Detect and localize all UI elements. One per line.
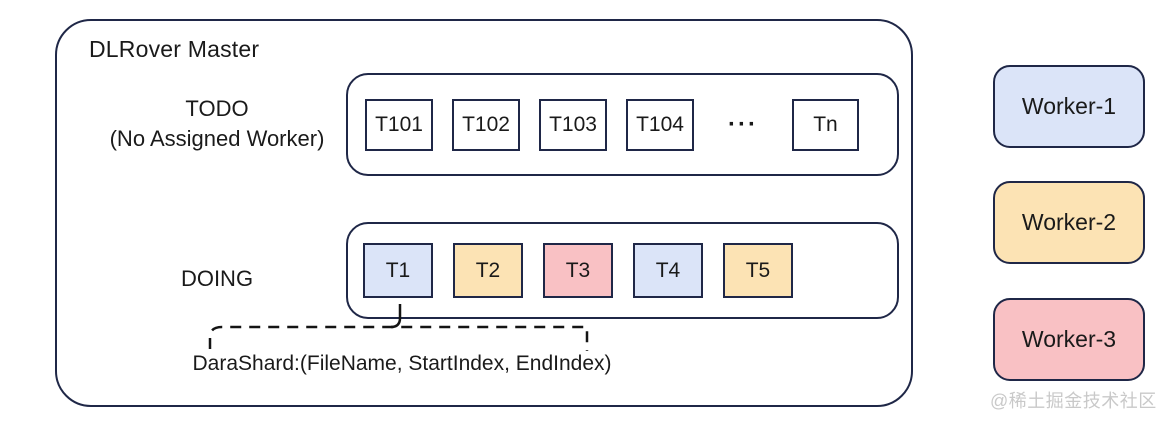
doing-task-box: T5 — [723, 243, 793, 298]
doing-queue: T1 T2 T3 T4 T5 — [346, 222, 899, 319]
dlrover-master-box: DLRover Master TODO (No Assigned Worker)… — [55, 19, 913, 407]
datashard-annotation: DaraShard:(FileName, StartIndex, EndInde… — [192, 352, 612, 375]
worker-1-box: Worker-1 — [993, 65, 1145, 148]
todo-task-box: T104 — [626, 98, 694, 151]
todo-task-box: T101 — [365, 98, 433, 151]
doing-task-box: T4 — [633, 243, 703, 298]
worker-3-box: Worker-3 — [993, 298, 1145, 381]
todo-task-box: T103 — [539, 98, 607, 151]
worker-2-box: Worker-2 — [993, 181, 1145, 264]
todo-task-box-tn: Tn — [792, 98, 859, 151]
todo-label: TODO (No Assigned Worker) — [67, 94, 367, 154]
watermark: @稀土掘金技术社区 — [990, 391, 1157, 411]
todo-label-line1: TODO — [185, 96, 249, 121]
master-title: DLRover Master — [89, 36, 260, 62]
todo-label-line2: (No Assigned Worker) — [109, 126, 325, 151]
ellipsis: ··· — [728, 110, 758, 138]
todo-task-box: T102 — [452, 98, 520, 151]
doing-task-box: T2 — [453, 243, 523, 298]
doing-label: DOING — [180, 266, 254, 291]
todo-queue: T101 T102 T103 T104 ··· Tn — [346, 73, 899, 176]
doing-task-box: T1 — [363, 243, 433, 298]
doing-task-box: T3 — [543, 243, 613, 298]
